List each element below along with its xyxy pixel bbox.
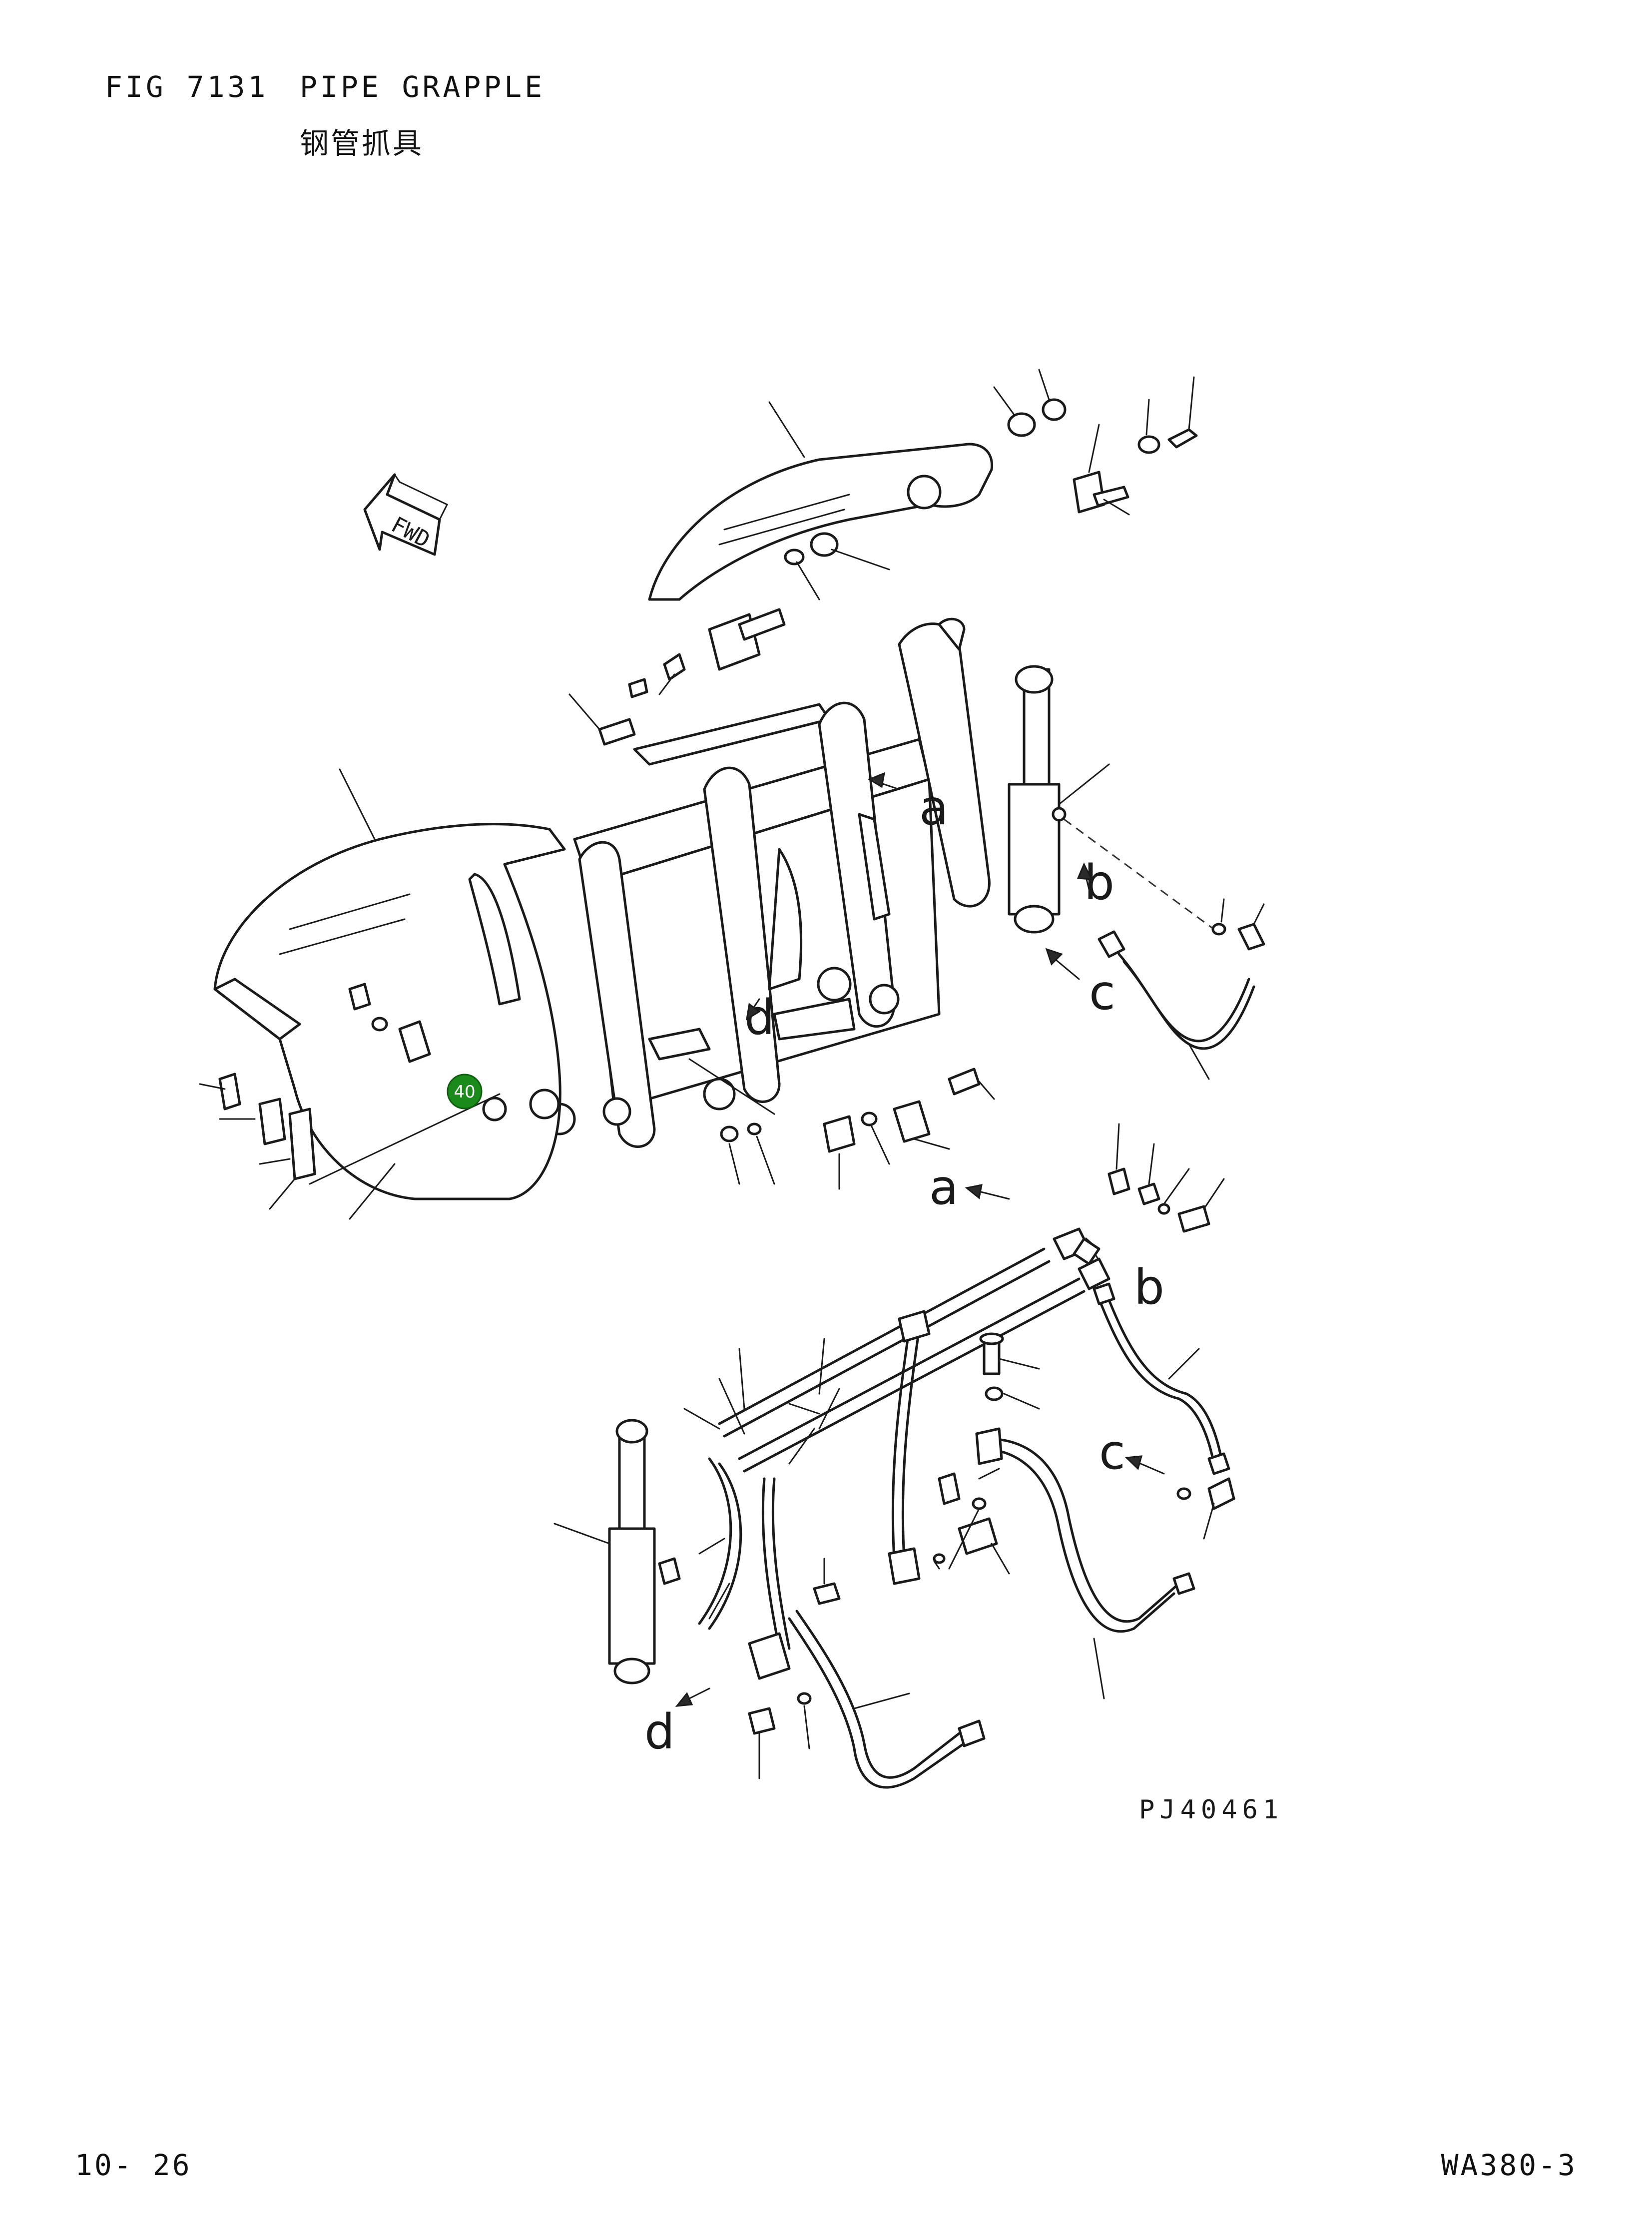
letter-c-upper: c	[1089, 965, 1115, 1021]
part-number-marker[interactable]: 40	[447, 1074, 483, 1110]
letter-d-lower: d	[644, 1704, 675, 1760]
letter-c-lower: c	[1099, 1424, 1125, 1480]
lower-hoses	[748, 1282, 1235, 1789]
drawing-number: PJ40461	[1139, 1795, 1283, 1825]
figure-number: FIG 7131	[105, 70, 269, 104]
model-code: WA380-3	[1441, 2148, 1577, 2182]
jaw-hardware-group	[199, 768, 501, 1220]
marker-label: 40	[454, 1082, 475, 1102]
grapple-frame	[543, 617, 991, 1148]
letter-a-lower: a	[929, 1159, 959, 1215]
lower-hydraulic-cylinder	[553, 1419, 681, 1684]
fwd-direction-arrow: FWD	[363, 473, 449, 556]
figure-title-chinese: 钢管抓具	[300, 126, 424, 160]
marker-dot[interactable]	[447, 1074, 483, 1110]
upper-hardware-group	[598, 398, 1198, 746]
leader-lines-upper	[568, 369, 1195, 730]
letter-b-lower: b	[1134, 1259, 1164, 1315]
upper-grapple-arm	[648, 443, 994, 601]
letter-a-upper: a	[919, 780, 949, 836]
upper-hose-c	[1098, 930, 1255, 1080]
letter-b-upper: b	[1084, 855, 1114, 911]
lower-piping-assembly	[698, 1227, 1110, 1650]
upper-hydraulic-cylinder	[1008, 665, 1265, 951]
connection-arrows	[675, 772, 1165, 1707]
figure-title-english: PIPE GRAPPLE	[300, 70, 546, 104]
fwd-label: FWD	[387, 512, 434, 553]
lower-hardware-group	[683, 1123, 1225, 1779]
page-number: 10- 26	[75, 2148, 192, 2182]
frame-lower-hardware	[688, 1058, 995, 1190]
